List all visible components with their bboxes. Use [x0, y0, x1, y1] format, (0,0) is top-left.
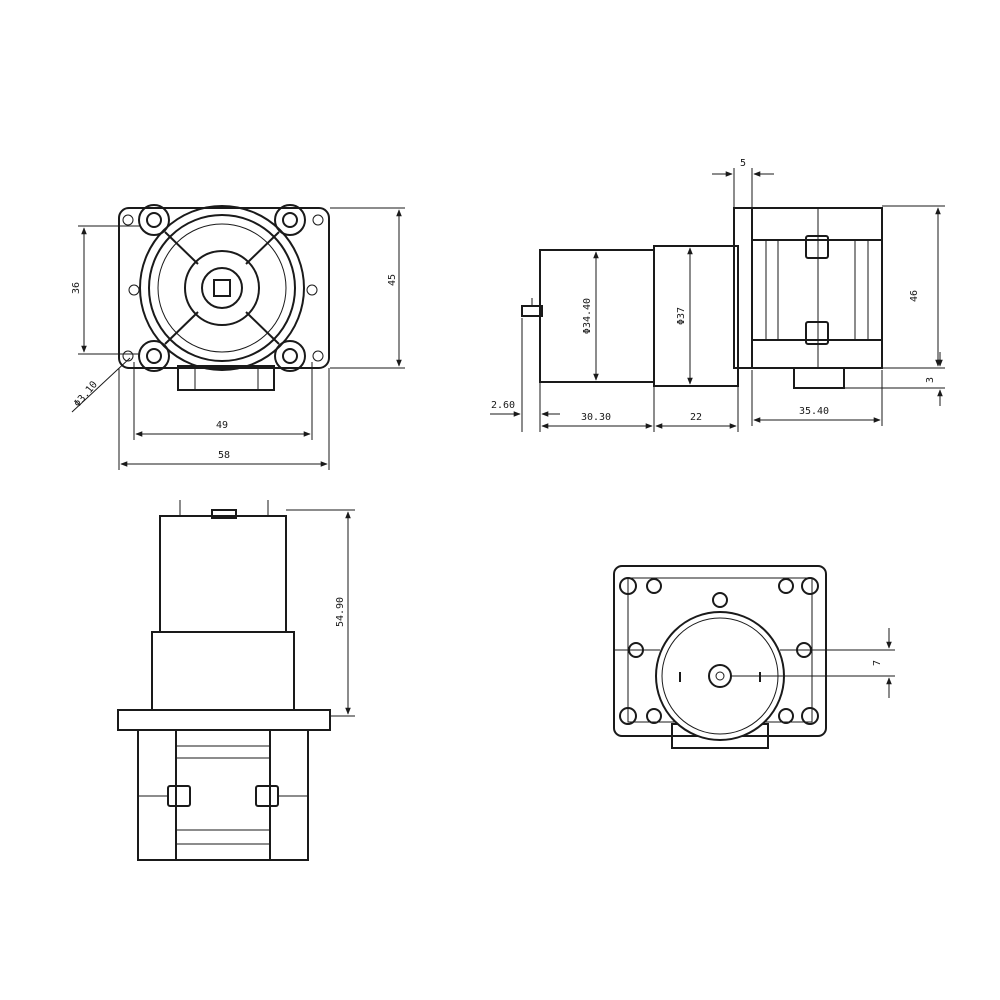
- gearbox-diameter-label: Φ37: [676, 307, 687, 325]
- base-offset-label: 3: [925, 377, 936, 383]
- front-hole-vertical-label: 36: [71, 282, 82, 294]
- front-hole-diameter-label: Φ3.10: [72, 379, 100, 409]
- motor-diameter-label: Φ34.40: [582, 298, 593, 334]
- rear-view: 7: [613, 565, 895, 749]
- total-height-label: 54.90: [335, 597, 346, 627]
- flange-thickness-label: 5: [740, 158, 746, 169]
- front-width-label: 58: [218, 450, 230, 461]
- top-view: 54.90: [117, 500, 355, 861]
- shaft-offset-label: 7: [872, 660, 883, 666]
- front-hole-horizontal-label: 49: [216, 420, 228, 431]
- pump-height-label: 46: [909, 290, 920, 302]
- front-height-label: 45: [387, 274, 398, 286]
- motor-length-label: 30.30: [581, 412, 611, 423]
- gearbox-length-label: 22: [690, 412, 702, 423]
- side-view: 5 46 3 Φ34.40 Φ37 2.60 30.30 22 35.40: [490, 158, 945, 432]
- pump-length-label: 35.40: [799, 406, 829, 417]
- front-view: 45 36 49 58 Φ3.10: [71, 204, 405, 470]
- shaft-length-label: 2.60: [491, 400, 515, 411]
